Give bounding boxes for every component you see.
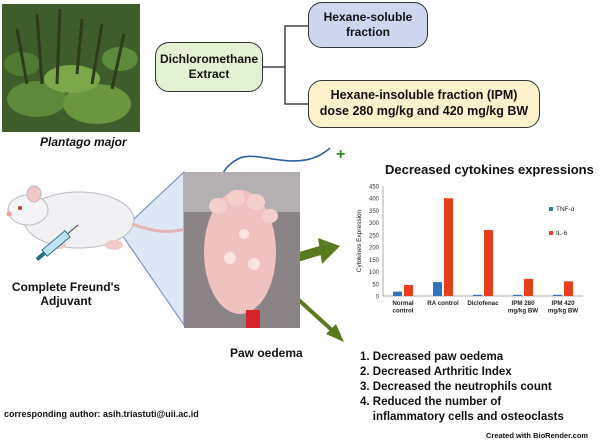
bar bbox=[564, 281, 573, 296]
x-tick-label: IPM 280 bbox=[511, 300, 535, 307]
legend-label: TNF-α bbox=[556, 206, 575, 213]
legend-swatch bbox=[549, 207, 553, 211]
plus-sign: + bbox=[336, 146, 346, 163]
bar bbox=[484, 230, 493, 296]
y-tick-label: 400 bbox=[369, 197, 380, 203]
y-tick-label: 250 bbox=[369, 233, 380, 239]
hexane-line2: fraction bbox=[345, 25, 390, 39]
cfa-caption: Complete Freund's Adjuvant bbox=[6, 280, 126, 308]
cfa-line2: Adjuvant bbox=[40, 294, 92, 308]
outcome-item: 2. Decreased Arthritic Index bbox=[360, 366, 512, 378]
paw-photo bbox=[184, 172, 300, 328]
x-tick-label: Diclofenac bbox=[467, 300, 499, 307]
y-tick-label: 100 bbox=[369, 270, 380, 276]
ipm-fraction-box: Hexane-insoluble fraction (IPM) dose 280… bbox=[308, 80, 540, 128]
dichloromethane-extract-box: Dichloromethane Extract bbox=[155, 42, 263, 92]
bar bbox=[444, 198, 453, 296]
bracket-line bbox=[263, 25, 308, 105]
y-tick-label: 450 bbox=[369, 185, 380, 191]
extract-line1: Dichloromethane bbox=[159, 52, 258, 66]
hexane-line1: Hexane-soluble bbox=[323, 10, 413, 24]
paw-oedema-caption: Paw oedema bbox=[230, 346, 303, 360]
chart-title: Decreased cytokines expressions bbox=[385, 162, 594, 177]
biorender-credit: Created with BioRender.com bbox=[486, 431, 589, 440]
y-tick-label: 0 bbox=[376, 295, 380, 301]
plant-caption: Plantago major bbox=[40, 135, 127, 149]
ipm-line1: Hexane-insoluble fraction (IPM) bbox=[330, 88, 518, 103]
outcomes-list: 1. Decreased paw oedema 2. Decreased Arth… bbox=[360, 350, 564, 425]
y-tick-label: 350 bbox=[369, 209, 380, 215]
cfa-line1: Complete Freund's bbox=[11, 280, 121, 294]
y-axis-label: Cytokines Expression bbox=[356, 209, 363, 272]
plantago-major-image bbox=[2, 4, 140, 132]
arrow-to-outcomes-head bbox=[326, 324, 344, 342]
x-tick-label: mg/kg BW bbox=[508, 308, 538, 315]
bar bbox=[433, 282, 442, 296]
bar bbox=[393, 291, 402, 296]
x-tick-label: mg/kg BW bbox=[548, 308, 578, 315]
x-tick-label: RA control bbox=[427, 300, 459, 307]
corresponding-author: corresponding author: asih.triastuti@uii… bbox=[4, 409, 199, 419]
x-tick-label: control bbox=[393, 308, 414, 315]
bar bbox=[473, 294, 482, 296]
ipm-line2: dose 280 mg/kg and 420 mg/kg BW bbox=[319, 104, 529, 118]
x-tick-label: IPM 420 bbox=[551, 300, 575, 307]
y-tick-label: 50 bbox=[372, 282, 379, 288]
arrow-to-chart-head bbox=[318, 238, 340, 264]
legend-label: IL-6 bbox=[556, 230, 568, 237]
bar bbox=[404, 285, 413, 296]
legend-swatch bbox=[549, 231, 553, 235]
bar bbox=[524, 278, 533, 296]
bar bbox=[553, 294, 562, 296]
y-tick-label: 150 bbox=[369, 258, 380, 264]
x-tick-label: Normal bbox=[392, 300, 414, 307]
outcome-item: inflammatory cells and osteoclasts bbox=[360, 411, 564, 423]
hexane-soluble-box: Hexane-soluble fraction bbox=[308, 2, 428, 48]
y-tick-label: 300 bbox=[369, 221, 380, 227]
outcome-item: 3. Decreased the neutrophils count bbox=[360, 381, 552, 393]
outcome-item: 4. Reduced the number of bbox=[360, 396, 502, 408]
extract-line2: Extract bbox=[188, 67, 230, 81]
y-tick-label: 200 bbox=[369, 246, 380, 252]
outcome-item: 1. Decreased paw oedema bbox=[360, 351, 504, 363]
bar bbox=[513, 294, 522, 296]
rat-image bbox=[6, 185, 190, 262]
